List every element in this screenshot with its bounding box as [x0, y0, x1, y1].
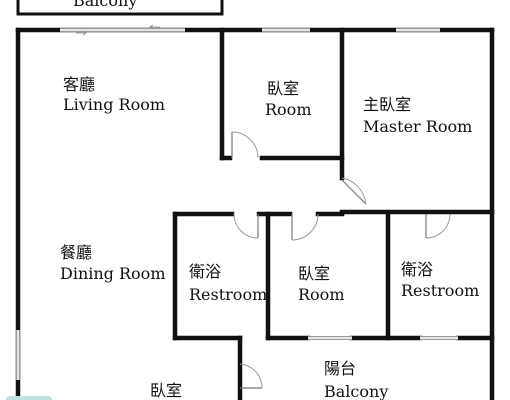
dining-zh: 餐廳: [60, 243, 92, 262]
master-en: Master Room: [363, 117, 472, 136]
door-room-mid-icon: [291, 213, 319, 241]
labels: Balcony 客廳 Living Room 臥室 Room 主臥室 Maste…: [60, 0, 479, 400]
door-bath-right-icon: [425, 213, 451, 239]
slide-arrow-left-icon: [149, 24, 160, 30]
dining-en: Dining Room: [60, 264, 165, 283]
door-bath-left-icon: [233, 213, 259, 239]
windows: [16, 24, 458, 380]
room-mid-en: Room: [298, 285, 344, 304]
living-zh: 客廳: [63, 75, 95, 94]
doors: [231, 131, 451, 389]
door-master-icon: [341, 177, 367, 205]
bottom-balcony-en: Balcony: [324, 382, 388, 400]
slide-arrow-right-icon: [76, 30, 87, 36]
living-en: Living Room: [63, 95, 165, 114]
restroom-right-en: Restroom: [401, 281, 479, 300]
bottom-room-zh: 臥室: [150, 381, 182, 400]
room-mid-zh: 臥室: [298, 264, 330, 283]
door-bottom-room-icon: [239, 363, 263, 389]
top-balcony-en: Balcony: [73, 0, 137, 10]
restroom-right-zh: 衛浴: [401, 260, 433, 279]
corner-tab: [6, 396, 52, 400]
restroom-left-zh: 衛浴: [189, 262, 221, 281]
room-small-zh: 臥室: [267, 79, 299, 98]
bottom-balcony-zh: 陽台: [324, 359, 356, 378]
restroom-left-en: Restroom: [189, 285, 267, 304]
door-room-icon: [231, 131, 259, 159]
room-small-en: Room: [265, 100, 311, 119]
master-zh: 主臥室: [363, 95, 411, 114]
